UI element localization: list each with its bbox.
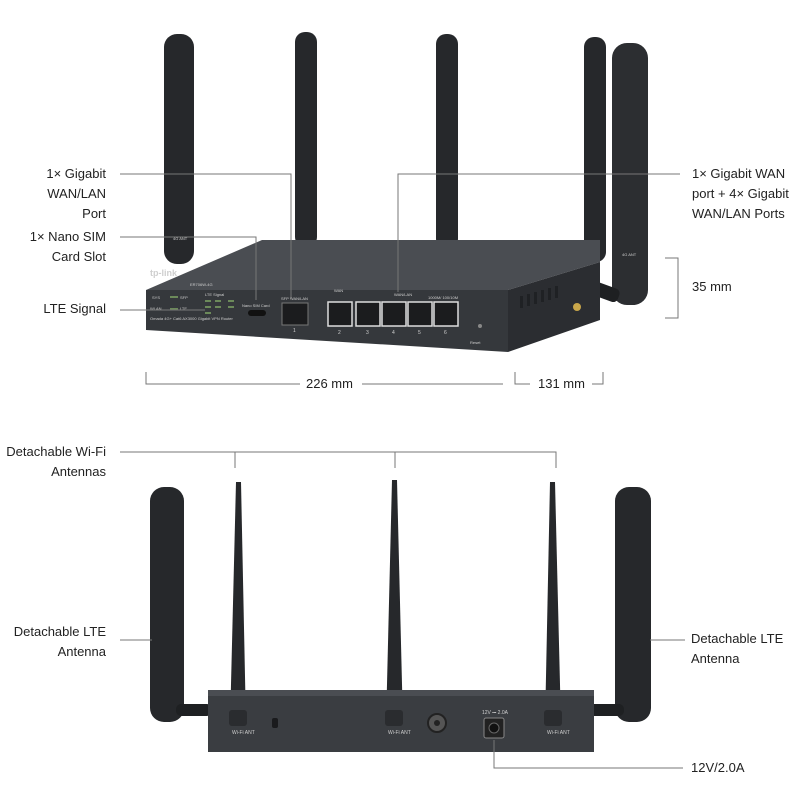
dimension-width: 226 mm <box>306 376 353 391</box>
router-top-face <box>146 240 600 290</box>
callout-sim-slot: 1× Nano SIM Card Slot <box>29 229 106 264</box>
wifi-ant-label: Wi-Fi ANT <box>388 730 411 736</box>
rear-wifi-antenna-2 <box>386 480 403 725</box>
wlan-label: WLAN <box>150 306 162 311</box>
rear-lte-hinge-right <box>588 704 624 716</box>
port-number: 6 <box>444 330 447 336</box>
rj45-ports <box>327 301 459 327</box>
front-wifi-antenna-3 <box>584 37 606 262</box>
front-wifi-antenna-2 <box>436 34 458 249</box>
wifi-ant-label: Wi-Fi ANT <box>232 730 255 736</box>
port-number: 4 <box>392 330 395 336</box>
port-number: 1 <box>293 328 296 334</box>
lock-slot <box>272 718 278 728</box>
sfp-label: SFP <box>180 295 188 300</box>
front-lte-antenna-left <box>164 34 194 264</box>
callout-wan-lan-port: 1× Gigabit WAN/LAN Port <box>46 166 106 221</box>
wan-lan-label: WAN/LAN <box>394 292 412 297</box>
lte-label: LTE <box>180 306 187 311</box>
speed-label: 1000M/ 100/10M <box>428 295 458 300</box>
front-router-body <box>146 240 600 352</box>
front-wifi-antenna-1 <box>295 32 317 247</box>
brand-text: tp-link <box>150 268 178 278</box>
callout-wifi-antennas: Detachable Wi-Fi Antennas <box>6 444 106 479</box>
leader-lines <box>120 173 685 769</box>
dimension-depth: 131 mm <box>538 376 585 391</box>
lte-signal-label: LTE Signal <box>205 292 224 297</box>
callout-lte-signal: LTE Signal <box>43 301 106 316</box>
wifi-ant-label: Wi-Fi ANT <box>547 730 570 736</box>
antenna-connector <box>573 303 581 311</box>
sim-slot <box>248 310 266 316</box>
ant-4g-label-right: 4G ANT <box>622 252 637 257</box>
rear-lte-hinge-left <box>176 704 212 716</box>
dimension-height: 35 mm <box>692 279 732 294</box>
power-rating-label: 12V ⎓ 2.0A <box>482 710 509 716</box>
callout-lte-antenna-left: Detachable LTE Antenna <box>13 624 106 659</box>
callout-lte-antenna-right: Detachable LTE Antenna <box>691 631 784 666</box>
port-number: 5 <box>418 330 421 336</box>
sfp-port-label: SFP WAN/LAN <box>281 296 308 301</box>
rear-wifi-antenna-1 <box>230 482 246 725</box>
model-text: ER706W-4G <box>190 282 213 287</box>
subtitle-text: Omada 4G+ Cat6 AX3000 Gigabit VPN Router <box>150 316 233 321</box>
sfp-port <box>281 302 309 326</box>
port-number: 2 <box>338 330 341 336</box>
callout-power: 12V/2.0A <box>691 760 745 775</box>
callout-wan-ports: 1× Gigabit WAN port + 4× Gigabit WAN/LAN… <box>692 166 789 221</box>
port-number: 3 <box>366 330 369 336</box>
rear-lte-antenna-right <box>615 487 651 722</box>
rear-lte-antenna-left <box>150 487 184 722</box>
ant-4g-label-left: 4G ANT <box>173 236 188 241</box>
front-antennas <box>164 32 648 305</box>
sys-label: SYS <box>152 295 160 300</box>
reset-button <box>478 324 482 328</box>
wan-label: WAN <box>334 288 343 293</box>
router-side-face <box>508 262 600 352</box>
port-numbers: 1 2 3 4 5 6 <box>293 328 447 336</box>
rear-wifi-antenna-3 <box>545 482 561 725</box>
nano-sim-label: Nano SIM Card <box>242 303 270 308</box>
rear-router <box>150 480 651 752</box>
reset-label: Reset <box>470 340 481 345</box>
